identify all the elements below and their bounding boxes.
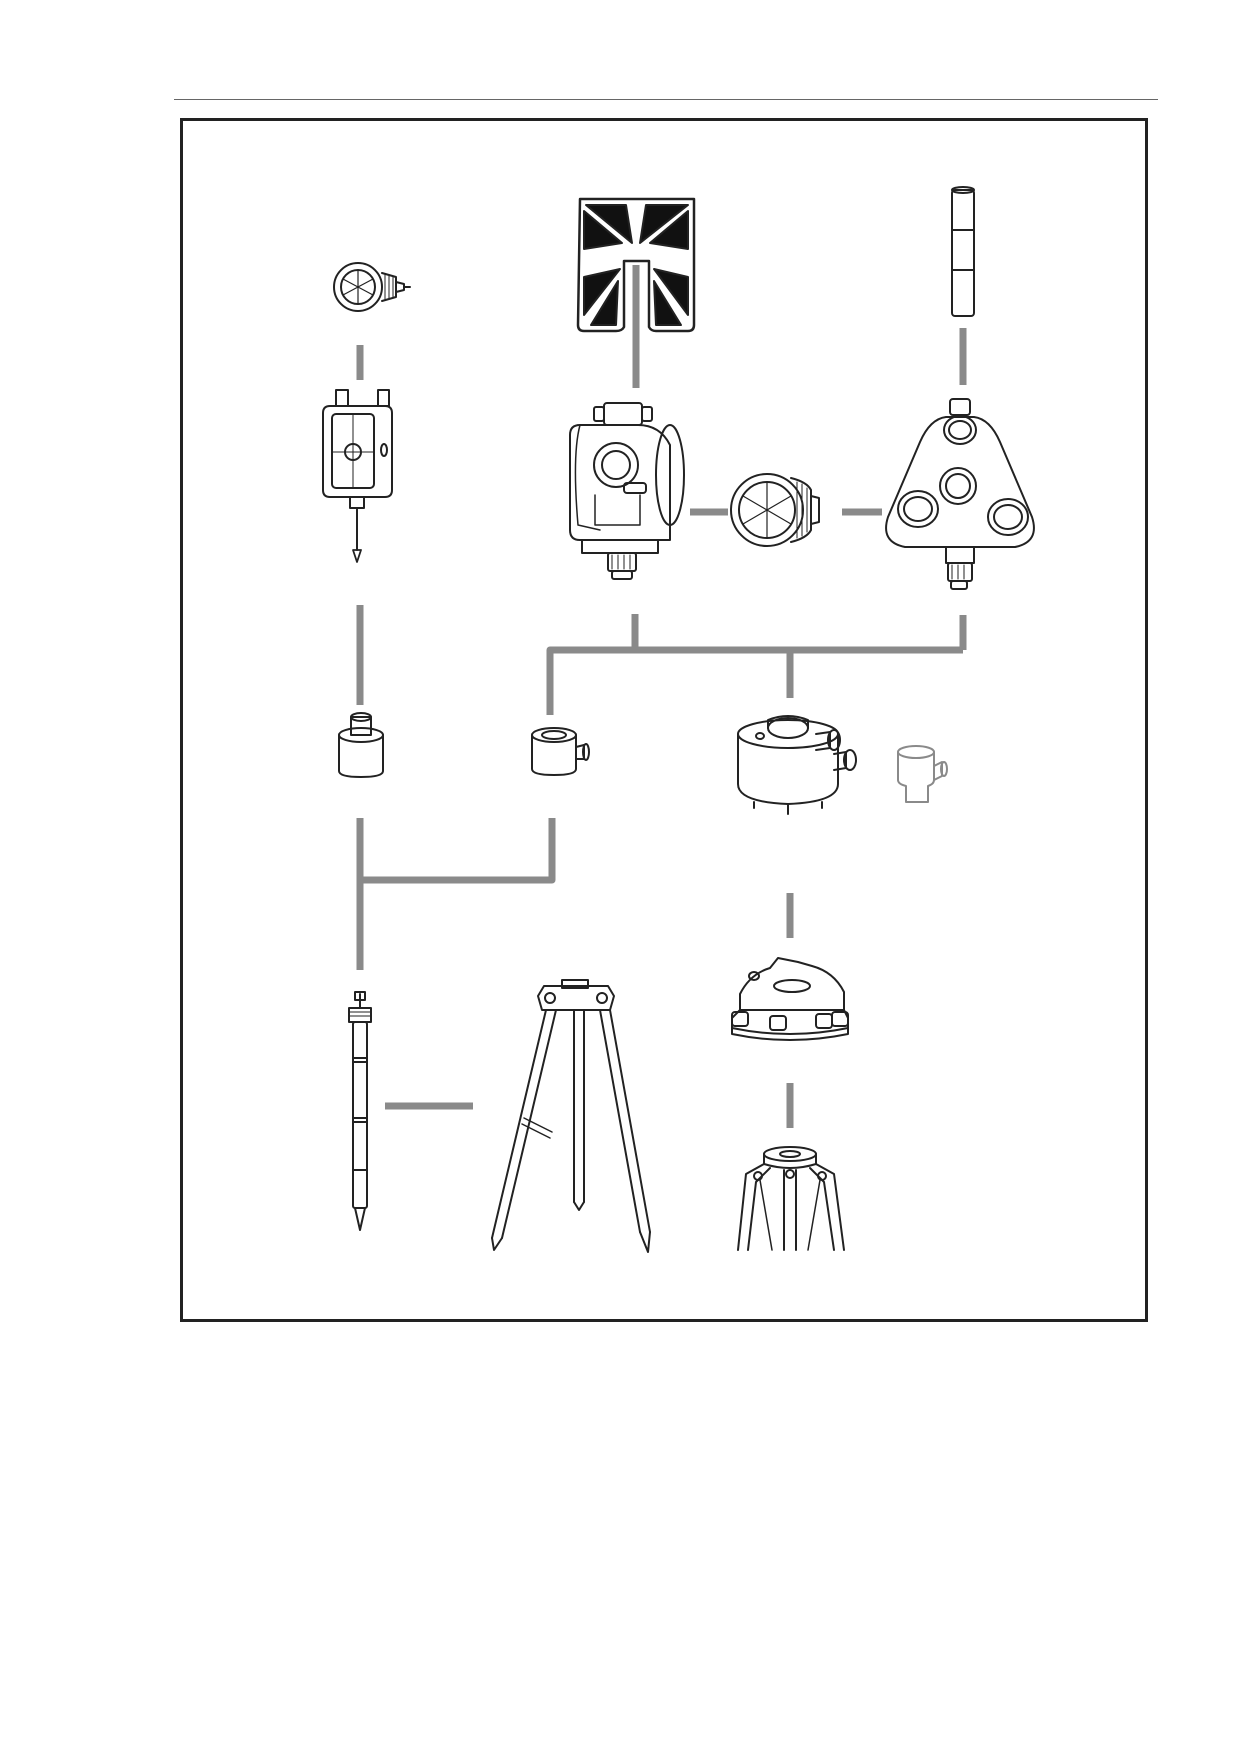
tribrach-adapter-icon [737, 715, 857, 815]
prism-icon [730, 473, 820, 547]
prism-holder-icon [322, 389, 393, 563]
adapter-icon [338, 712, 384, 778]
small-adapter-icon [897, 745, 948, 803]
bipod-icon [491, 979, 651, 1253]
connector-lines [356, 265, 967, 1128]
figure-frame [180, 118, 1148, 1322]
tribrach-icon [731, 957, 849, 1041]
connector-branch-top [546, 614, 639, 715]
adapter-screw-icon [531, 727, 590, 776]
target-plate-icon [576, 197, 696, 333]
triple-holder-icon [885, 398, 1035, 590]
pole-top-icon [951, 186, 975, 317]
page-header-rule [174, 99, 1158, 100]
pole-icon [348, 991, 372, 1231]
mini-prism-icon [333, 262, 411, 312]
connector-screw-adapter-down [360, 818, 556, 884]
single-holder-icon [569, 402, 685, 580]
tripod-icon [737, 1146, 845, 1251]
